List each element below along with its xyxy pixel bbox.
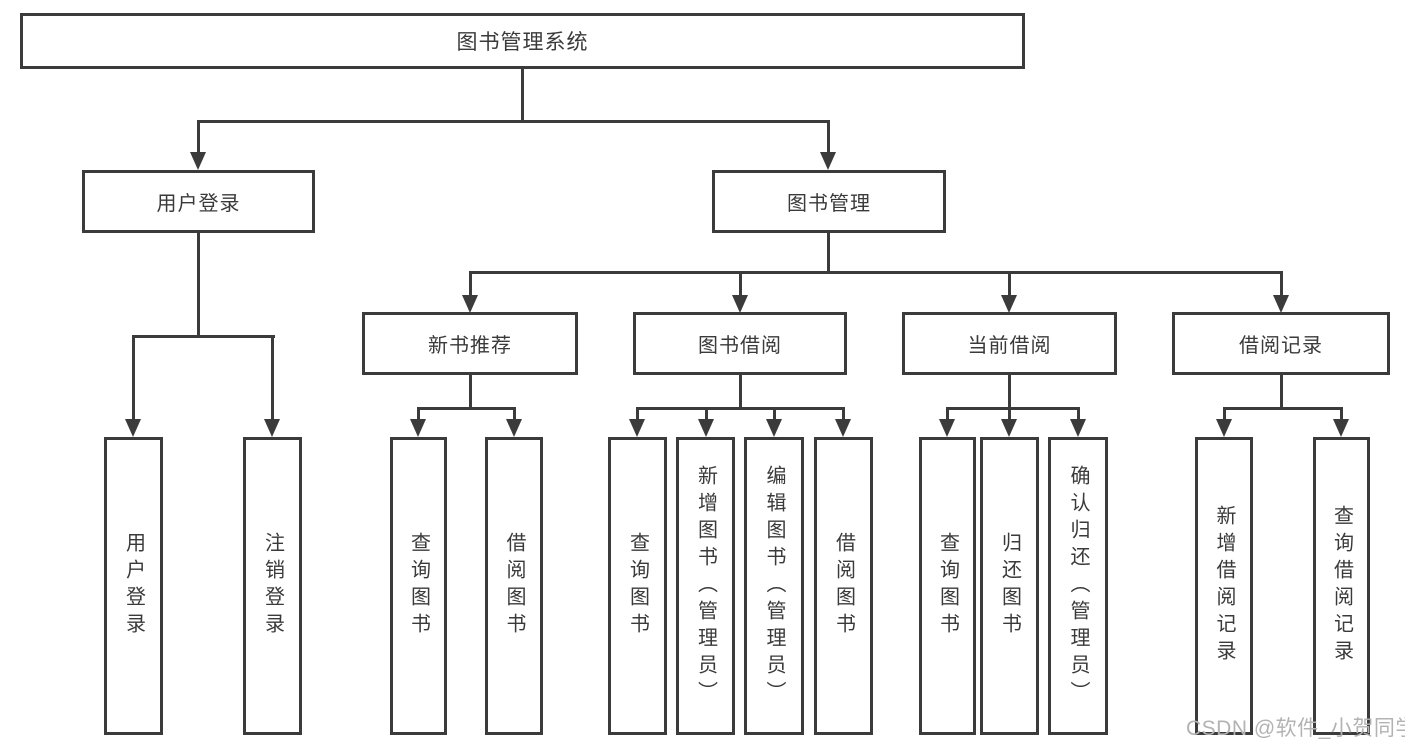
arrowhead-icon [1333, 419, 1349, 437]
node-book-management: 图书管理 [712, 170, 946, 233]
leaf-user-login: 用户登录 [104, 437, 163, 735]
connector-line [1223, 407, 1226, 419]
connector-line [197, 231, 200, 337]
connector-line [469, 373, 472, 409]
arrowhead-icon [264, 419, 280, 437]
arrowhead-icon [939, 419, 955, 437]
arrowhead-icon [462, 295, 478, 313]
connector-line [739, 373, 742, 409]
connector-line [469, 271, 472, 297]
connector-line [132, 335, 275, 338]
connector-line [1280, 373, 1283, 409]
arrowhead-icon [125, 419, 141, 437]
connector-line [1008, 271, 1011, 297]
arrowhead-icon [820, 152, 836, 170]
arrowhead-icon [732, 295, 748, 313]
connector-line [636, 407, 845, 410]
leaf-confirm-return-admin: 确认归还（管理员） [1048, 437, 1108, 735]
connector-line [1223, 407, 1343, 410]
connector-line [1008, 373, 1011, 409]
leaf-add-borrow-record: 新增借阅记录 [1195, 437, 1253, 735]
arrowhead-icon [190, 152, 206, 170]
leaf-query-borrow-record: 查询借阅记录 [1313, 437, 1370, 735]
leaf-logout: 注销登录 [243, 437, 302, 735]
arrowhead-icon [766, 419, 782, 437]
connector-line [842, 407, 845, 419]
connector-line [705, 407, 708, 419]
arrowhead-icon [698, 419, 714, 437]
connector-line [469, 271, 1283, 274]
connector-line [417, 407, 420, 419]
connector-line [513, 407, 516, 419]
arrowhead-icon [1001, 295, 1017, 313]
leaf-query-books-current: 查询图书 [919, 437, 976, 735]
node-library-management-system: 图书管理系统 [20, 13, 1025, 69]
connector-line [1340, 407, 1343, 419]
connector-line [946, 407, 1080, 410]
connector-line [827, 120, 830, 154]
arrowhead-icon [1216, 419, 1232, 437]
leaf-query-books-borrowing: 查询图书 [608, 437, 667, 735]
connector-line [132, 335, 135, 419]
leaf-edit-book-admin: 编辑图书（管理员） [744, 437, 804, 735]
connector-line [417, 407, 516, 410]
connector-line [1008, 407, 1011, 419]
connector-line [197, 120, 200, 154]
arrowhead-icon [1273, 295, 1289, 313]
csdn-watermark: CSDN @软件_小贺同学 [1186, 717, 1405, 740]
node-current-borrowing: 当前借阅 [902, 312, 1117, 375]
leaf-add-book-admin: 新增图书（管理员） [676, 437, 735, 735]
connector-line [773, 407, 776, 419]
connector-line [827, 231, 830, 273]
leaf-query-books-recommend: 查询图书 [390, 437, 447, 735]
connector-line [946, 407, 949, 419]
arrowhead-icon [835, 419, 851, 437]
node-user-login: 用户登录 [82, 170, 315, 233]
leaf-borrow-books-recommend: 借阅图书 [485, 437, 543, 735]
arrowhead-icon [629, 419, 645, 437]
connector-line [271, 335, 274, 419]
connector-line [197, 120, 830, 123]
leaf-return-book: 归还图书 [980, 437, 1039, 735]
arrowhead-icon [1070, 419, 1086, 437]
connector-line [739, 271, 742, 297]
arrowhead-icon [506, 419, 522, 437]
node-book-borrowing: 图书借阅 [633, 312, 847, 375]
leaf-borrow-books-borrowing: 借阅图书 [814, 437, 873, 735]
node-new-book-recommendation: 新书推荐 [362, 312, 578, 375]
connector-line [1077, 407, 1080, 419]
connector-line [1280, 271, 1283, 297]
arrowhead-icon [410, 419, 426, 437]
arrowhead-icon [1001, 419, 1017, 437]
connector-line [521, 69, 524, 123]
connector-line [636, 407, 639, 419]
node-borrowing-records: 借阅记录 [1172, 312, 1390, 375]
